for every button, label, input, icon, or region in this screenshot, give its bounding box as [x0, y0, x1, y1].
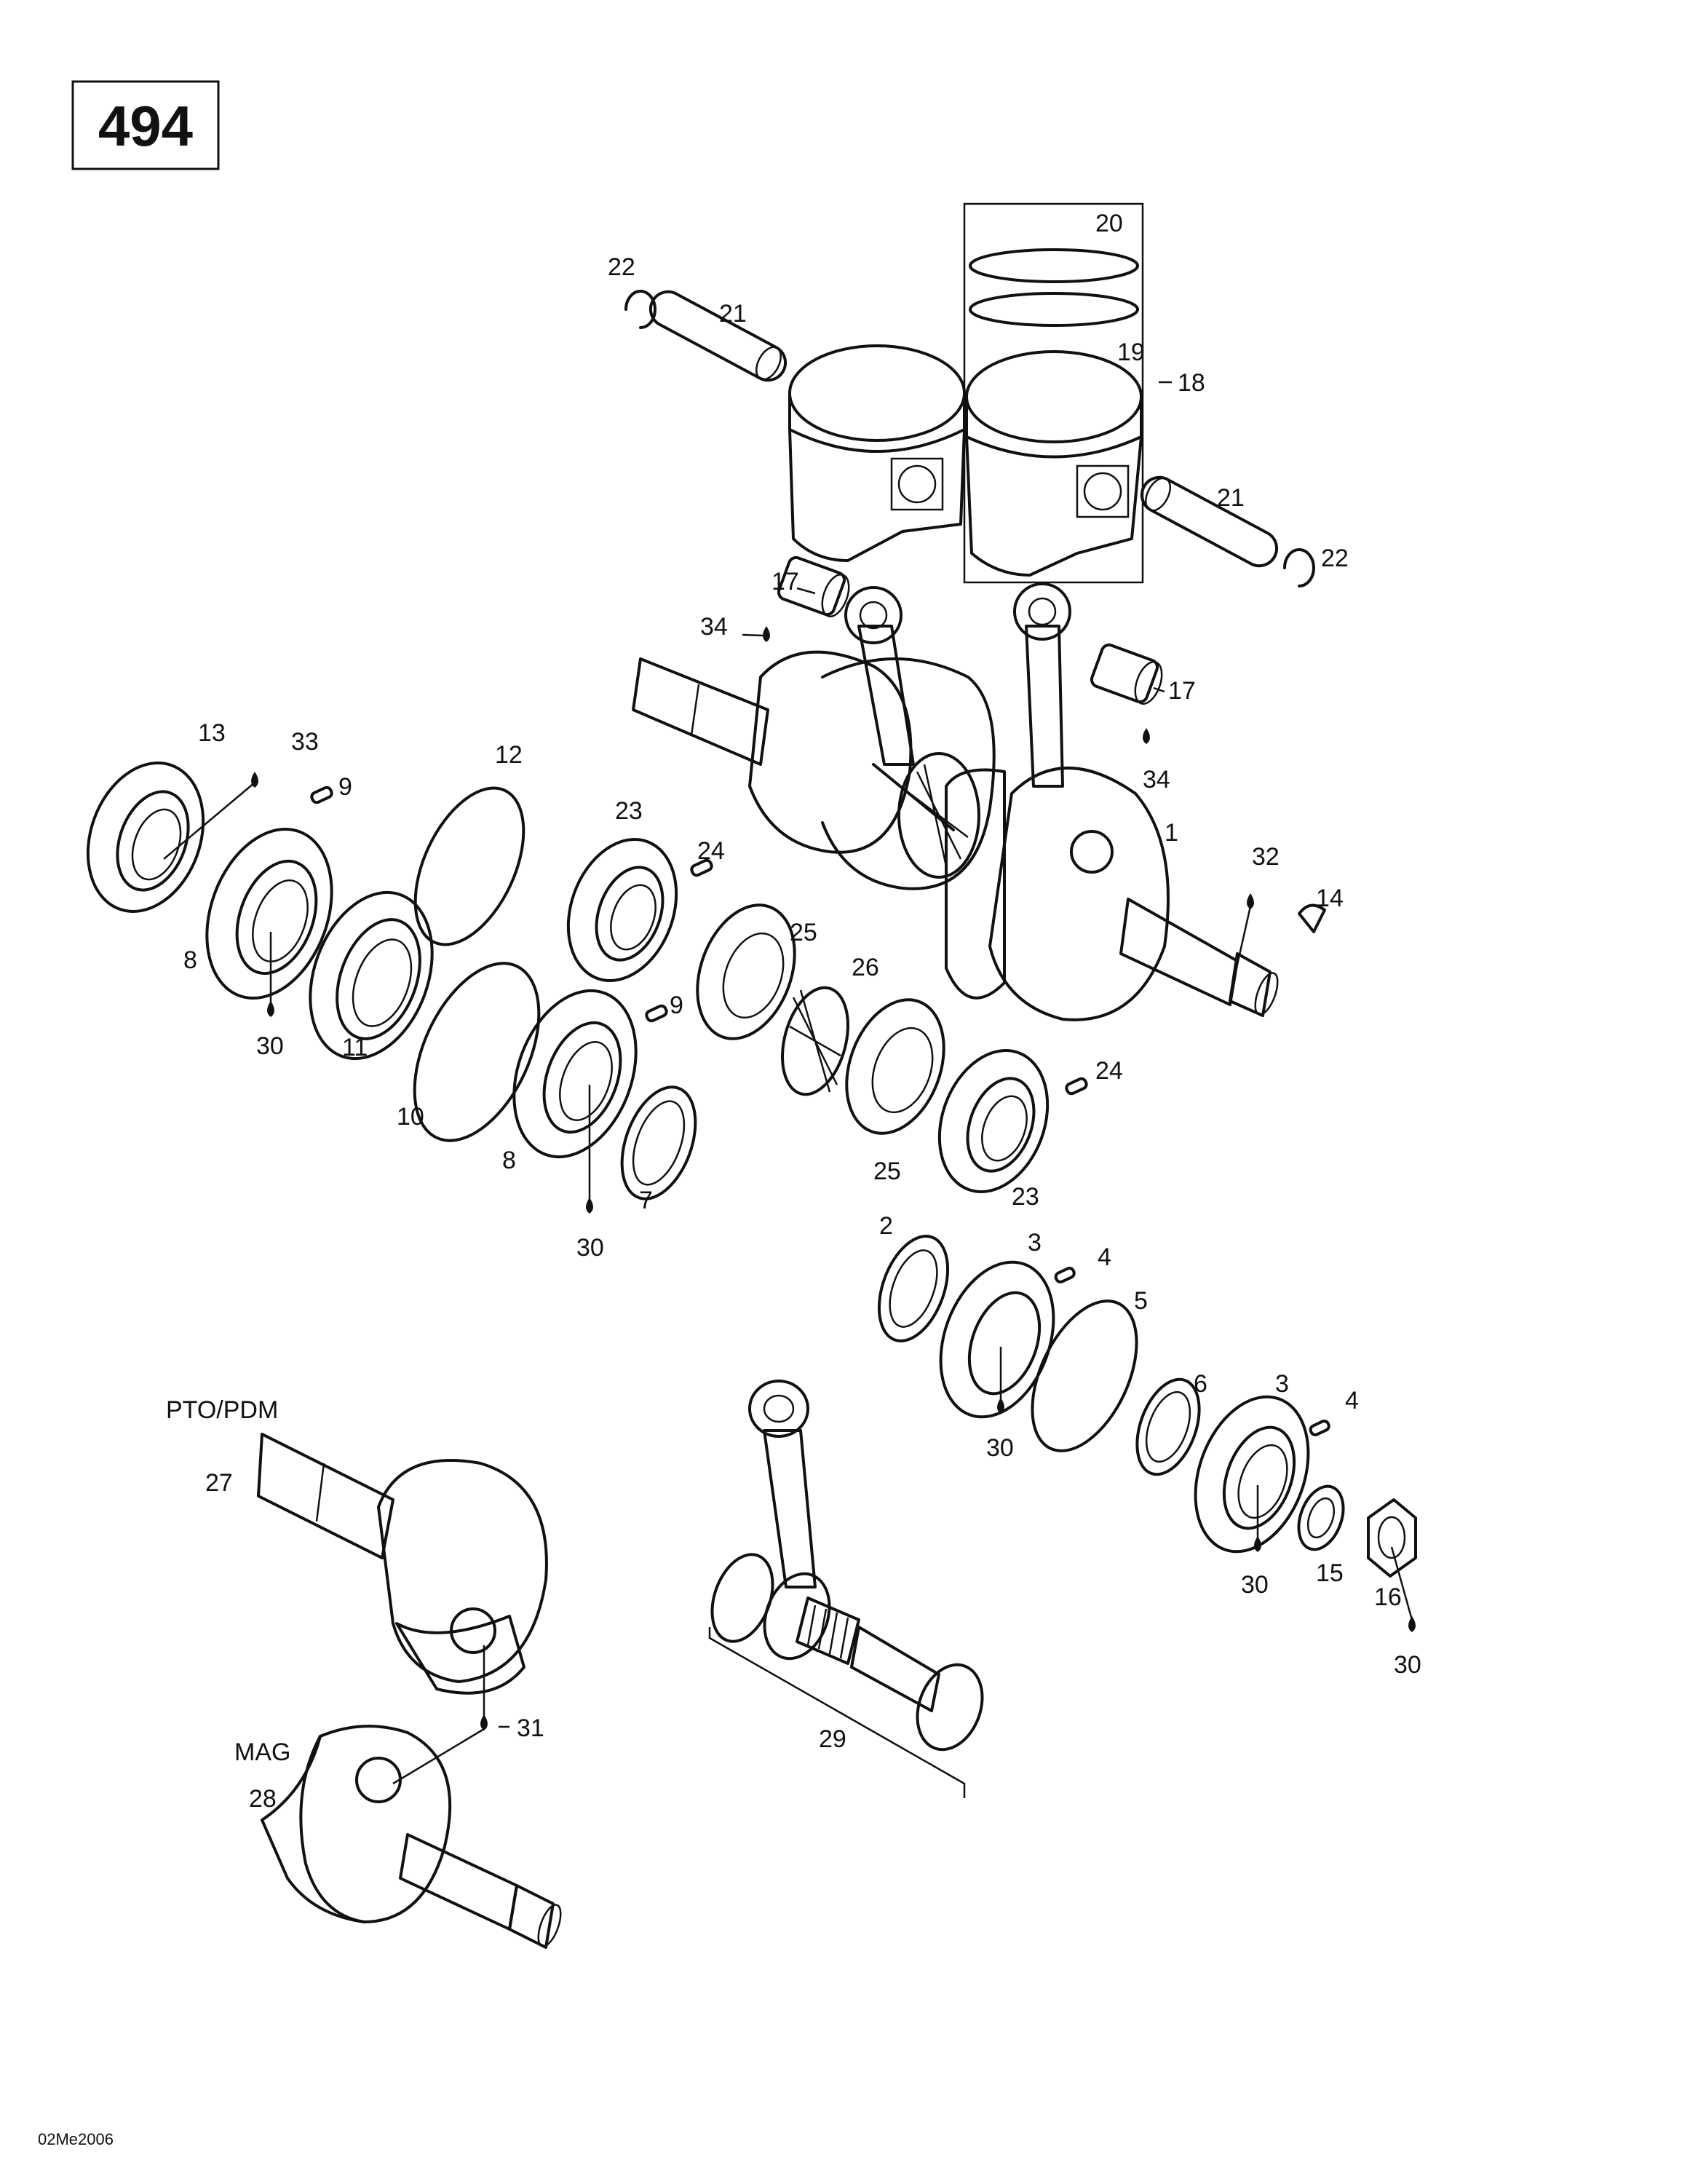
callout-9: 9 [670, 992, 683, 1019]
needle-bearing-left [777, 555, 850, 617]
ball-bearing-3-lower [1194, 1395, 1310, 1554]
seal-25-upper [696, 903, 796, 1040]
right-piston-assembly-box [963, 202, 1144, 584]
ball-bearing-23-lower [937, 1049, 1050, 1193]
callout-23: 23 [1012, 1183, 1039, 1211]
shim-7 [620, 1085, 697, 1200]
washer-15 [1297, 1484, 1345, 1551]
callout-5: 5 [1134, 1287, 1148, 1315]
label-pto: PTO/PDM [166, 1396, 278, 1424]
callout-30: 30 [986, 1434, 1014, 1462]
callout-8: 8 [502, 1147, 516, 1174]
callout-labels: 1 2 3 3 4 4 5 6 7 8 8 9 9 10 11 12 13 14… [183, 210, 1421, 1813]
callout-30: 30 [1394, 1651, 1421, 1679]
callout-29: 29 [819, 1725, 846, 1753]
dowel-pin-9-upper [310, 786, 333, 804]
callout-28: 28 [249, 1785, 277, 1813]
grease-marks [251, 626, 1416, 1730]
callout-16: 16 [1374, 1583, 1402, 1611]
wrist-pin-lower [1140, 475, 1279, 568]
circlip-lower [1283, 548, 1315, 587]
shim-6 [1135, 1377, 1201, 1476]
ball-bearing-23-upper [566, 838, 678, 982]
crankshaft-pto [257, 1433, 548, 1695]
callout-3: 3 [1275, 1370, 1289, 1398]
ball-bearing-8-lower [512, 989, 638, 1159]
callout-11: 11 [342, 1034, 368, 1061]
leader-lines [163, 381, 1413, 1785]
wrist-pin-upper [648, 290, 788, 382]
o-ring-5 [1031, 1299, 1138, 1452]
callout-7: 7 [639, 1187, 653, 1214]
page-number: 494 [98, 94, 193, 158]
callout-19: 19 [1117, 339, 1145, 366]
crankshaft-assembly [632, 582, 1279, 1021]
callout-30: 30 [256, 1032, 284, 1060]
nut-16 [1367, 1498, 1417, 1578]
callout-17: 17 [771, 568, 799, 596]
dowel-pin-4-lower [1309, 1420, 1330, 1436]
callout-20: 20 [1095, 210, 1123, 237]
callout-4: 4 [1098, 1243, 1111, 1271]
callout-13: 13 [198, 719, 226, 747]
callout-21: 21 [1217, 484, 1245, 512]
ball-bearing-8-upper [205, 827, 333, 1000]
callout-9: 9 [338, 773, 352, 801]
circlip-upper [624, 290, 656, 329]
callout-14: 14 [1316, 885, 1344, 912]
callout-26: 26 [852, 954, 879, 981]
callout-30: 30 [1241, 1571, 1269, 1599]
callout-22: 22 [1321, 545, 1349, 572]
o-ring-12 [413, 786, 525, 946]
needle-bearing-right [1090, 643, 1163, 705]
callout-30: 30 [576, 1234, 604, 1262]
connecting-rod-kit [708, 1380, 984, 1798]
callout-6: 6 [1194, 1370, 1207, 1398]
callout-27: 27 [205, 1469, 233, 1497]
seal-25-lower [845, 998, 945, 1135]
callout-15: 15 [1316, 1559, 1344, 1587]
callout-23: 23 [615, 797, 643, 825]
callout-3: 3 [1028, 1229, 1042, 1257]
o-ring-10 [413, 962, 541, 1142]
gear-26 [781, 986, 849, 1096]
callout-18: 18 [1178, 369, 1205, 397]
callout-25: 25 [790, 919, 817, 946]
callout-12: 12 [495, 741, 523, 769]
callout-4: 4 [1345, 1387, 1359, 1415]
left-piston [788, 344, 966, 562]
callout-24: 24 [697, 837, 725, 865]
dowel-pin-4-upper [1054, 1267, 1076, 1283]
callout-31: 31 [517, 1714, 544, 1742]
callout-32: 32 [1252, 843, 1280, 871]
woodruff-key [1298, 903, 1326, 933]
callout-22: 22 [608, 253, 635, 281]
callout-21: 21 [719, 300, 747, 328]
ball-bearing-3-upper [939, 1260, 1055, 1419]
oil-seal-13 [86, 761, 205, 913]
callout-17: 17 [1168, 677, 1196, 705]
callout-1: 1 [1165, 819, 1178, 847]
dowel-pin-24-upper [690, 858, 713, 877]
dowel-pin-24-lower [1065, 1077, 1088, 1096]
label-mag: MAG [234, 1738, 290, 1766]
callout-25: 25 [873, 1158, 901, 1185]
callout-10: 10 [397, 1103, 424, 1131]
callout-34: 34 [1143, 766, 1170, 794]
shim-2 [877, 1235, 950, 1342]
page-number-box: 494 [71, 80, 220, 170]
crankshaft-mag [261, 1725, 562, 1949]
callout-33: 33 [291, 728, 319, 756]
footer-code: 02Me2006 [38, 2130, 114, 2148]
callout-2: 2 [879, 1212, 893, 1240]
callout-24: 24 [1095, 1057, 1123, 1085]
callout-8: 8 [183, 946, 197, 974]
callout-34: 34 [700, 613, 728, 641]
dowel-pin-9-lower [645, 1004, 668, 1023]
bearing-housing-11 [309, 890, 434, 1061]
